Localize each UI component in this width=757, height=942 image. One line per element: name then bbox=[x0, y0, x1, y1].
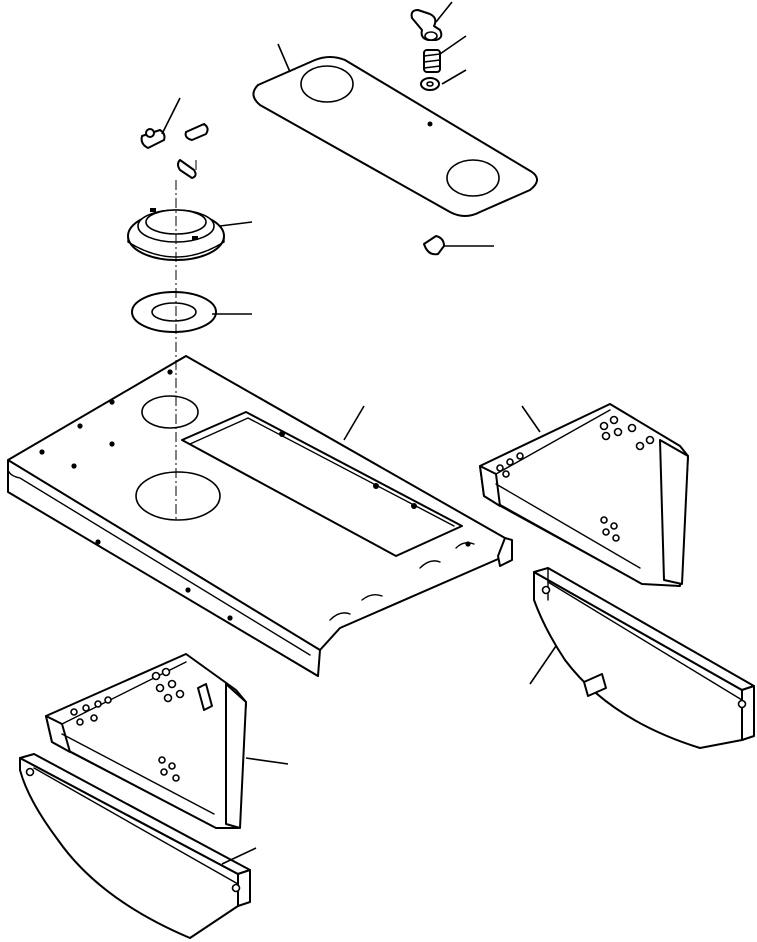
top-cover-plate bbox=[252, 56, 538, 217]
right-bracket-holes bbox=[496, 415, 655, 542]
spring bbox=[423, 49, 441, 73]
left-side-guard bbox=[19, 753, 251, 939]
washer bbox=[420, 77, 440, 91]
pin-fasteners bbox=[140, 123, 209, 179]
right-side-bracket bbox=[479, 403, 689, 587]
left-bracket-holes bbox=[70, 667, 185, 782]
mount-ring bbox=[127, 208, 225, 261]
left-side-bracket bbox=[45, 653, 247, 829]
center-lines bbox=[175, 160, 197, 520]
flat-gasket bbox=[131, 291, 217, 333]
main-deck-plate bbox=[7, 355, 513, 677]
right-side-guard bbox=[533, 567, 755, 749]
knob-fastener bbox=[410, 9, 443, 41]
retaining-clip bbox=[423, 235, 445, 256]
leader-lines bbox=[161, 1, 557, 865]
